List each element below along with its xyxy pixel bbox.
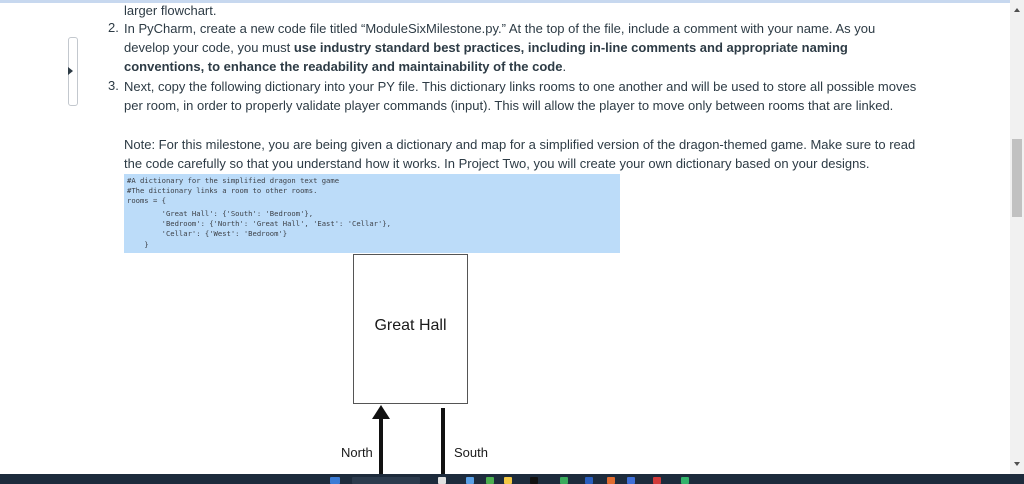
code-line: } [127, 240, 149, 249]
code-line: 'Bedroom': {'North': 'Great Hall', 'East… [127, 219, 391, 228]
previous-paragraph-tail: larger flowchart. [124, 3, 217, 18]
top-strip [0, 0, 1024, 3]
taskbar-app-icon[interactable] [466, 477, 474, 484]
scroll-up-arrow-icon[interactable] [1014, 8, 1020, 12]
code-line: 'Great Hall': {'South': 'Bedroom'}, [127, 209, 314, 218]
taskbar [0, 474, 1024, 484]
step-2-number: 2. [108, 20, 119, 35]
scroll-down-arrow-icon[interactable] [1014, 462, 1020, 466]
dictionary-code-block: #A dictionary for the simplified dragon … [124, 174, 620, 253]
code-line: 'Cellar': {'West': 'Bedroom'} [127, 229, 288, 238]
code-line: rooms = { [127, 196, 166, 205]
north-arrow-icon [372, 405, 390, 419]
step-2-text-part2: . [562, 59, 567, 74]
code-line: #The dictionary links a room to other ro… [127, 186, 318, 195]
taskbar-app-icon[interactable] [607, 477, 615, 484]
north-arrow-shaft [379, 417, 383, 474]
taskbar-app-icon[interactable] [585, 477, 593, 484]
taskbar-app-icon[interactable] [486, 477, 494, 484]
taskbar-app-icon[interactable] [504, 477, 512, 484]
step-2-text-part1: In PyCharm, create a new code file title… [124, 21, 876, 55]
taskbar-app-icon[interactable] [330, 477, 340, 484]
taskbar-app-icon[interactable] [627, 477, 635, 484]
taskbar-app-icon[interactable] [438, 477, 446, 484]
vertical-scrollbar[interactable] [1010, 0, 1024, 474]
scrollbar-thumb[interactable] [1012, 139, 1022, 217]
step-2-bold-text: use industry standard best practices, in… [124, 40, 848, 74]
south-connector-line [441, 408, 445, 474]
great-hall-room-box [353, 254, 468, 404]
south-label: South [454, 445, 488, 460]
great-hall-label: Great Hall [374, 317, 447, 334]
step-3-text: Next, copy the following dictionary into… [124, 79, 917, 113]
expand-arrow-icon[interactable] [68, 67, 73, 75]
taskbar-app-icon[interactable] [560, 477, 568, 484]
code-line: #A dictionary for the simplified dragon … [127, 176, 340, 185]
north-label: North [341, 445, 373, 460]
taskbar-app-icon[interactable] [681, 477, 689, 484]
taskbar-app-icon[interactable] [653, 477, 661, 484]
step-3-number: 3. [108, 78, 119, 93]
taskbar-app-icon[interactable] [530, 477, 538, 484]
milestone-note: Note: For this milestone, you are being … [124, 137, 916, 171]
page-content: larger flowchart. 2. In PyCharm, create … [68, 3, 924, 474]
taskbar-search-box[interactable] [352, 477, 420, 484]
step-2-text: In PyCharm, create a new code file title… [124, 19, 924, 76]
